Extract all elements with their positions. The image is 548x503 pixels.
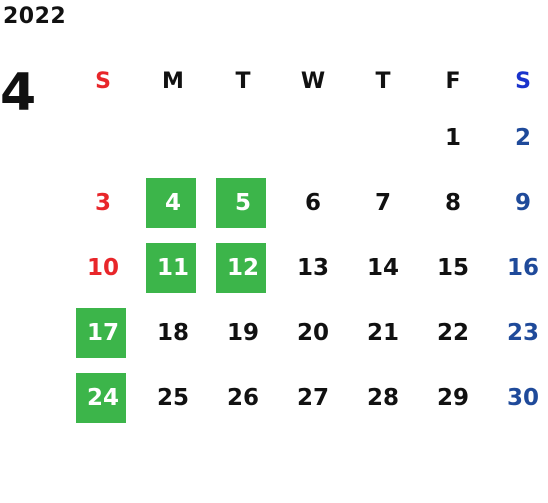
day-cell-2[interactable]: 2: [488, 105, 548, 170]
day-number: 20: [296, 319, 329, 346]
day-number: 18: [156, 319, 189, 346]
day-cell-29[interactable]: 29: [418, 365, 488, 430]
day-number: 29: [436, 384, 469, 411]
day-cell-10[interactable]: 10: [68, 235, 138, 300]
day-number: 9: [514, 189, 531, 216]
weekday-sunday: S: [95, 68, 111, 94]
day-highlight: [146, 178, 196, 228]
calendar-week-row: 24 25 26 27 28 29 30: [68, 365, 548, 430]
day-number: 22: [436, 319, 469, 346]
day-cell-20[interactable]: 20: [278, 300, 348, 365]
day-number: 3: [94, 189, 111, 216]
day-cell-19[interactable]: 19: [208, 300, 278, 365]
day-number: 17: [86, 319, 119, 346]
day-number: 6: [304, 189, 321, 216]
day-cell-empty: [138, 105, 208, 170]
day-cell-24[interactable]: 24: [68, 365, 138, 430]
day-cell-23[interactable]: 23: [488, 300, 548, 365]
day-number: 26: [226, 384, 259, 411]
day-highlight: [216, 178, 266, 228]
day-cell-27[interactable]: 27: [278, 365, 348, 430]
day-number: 2: [514, 124, 531, 151]
day-cell-1[interactable]: 1: [418, 105, 488, 170]
day-number: 28: [366, 384, 399, 411]
day-cell-13[interactable]: 13: [278, 235, 348, 300]
day-cell-14[interactable]: 14: [348, 235, 418, 300]
day-cell-21[interactable]: 21: [348, 300, 418, 365]
day-highlight: [216, 243, 266, 293]
day-number: 24: [86, 384, 119, 411]
day-number: 16: [506, 254, 539, 281]
day-cell-9[interactable]: 9: [488, 170, 548, 235]
day-cell-6[interactable]: 6: [278, 170, 348, 235]
calendar-week-row: 10 11 12 13 14 15 16: [68, 235, 548, 300]
day-cell-18[interactable]: 18: [138, 300, 208, 365]
day-highlight: [146, 243, 196, 293]
day-cell-28[interactable]: 28: [348, 365, 418, 430]
day-cell-26[interactable]: 26: [208, 365, 278, 430]
day-cell-15[interactable]: 15: [418, 235, 488, 300]
day-cell-4[interactable]: 4: [138, 170, 208, 235]
day-highlight: [76, 373, 126, 423]
day-number: 15: [436, 254, 469, 281]
day-number: 19: [226, 319, 259, 346]
weekday-monday: M: [162, 68, 184, 94]
year-label: 2022: [3, 4, 67, 29]
calendar-week-row: 3 4 5 6 7 8 9: [68, 170, 548, 235]
month-label: 4: [0, 63, 37, 123]
day-number: 4: [164, 189, 181, 216]
day-cell-11[interactable]: 11: [138, 235, 208, 300]
day-highlight: [76, 308, 126, 358]
day-cell-12[interactable]: 12: [208, 235, 278, 300]
day-cell-16[interactable]: 16: [488, 235, 548, 300]
day-cell-5[interactable]: 5: [208, 170, 278, 235]
day-cell-8[interactable]: 8: [418, 170, 488, 235]
day-cell-empty: [68, 105, 138, 170]
day-number: 8: [444, 189, 461, 216]
day-number: 5: [234, 189, 251, 216]
weekday-friday: F: [445, 68, 461, 94]
day-number: 1: [444, 124, 461, 151]
day-cell-7[interactable]: 7: [348, 170, 418, 235]
weekday-thursday: T: [375, 68, 391, 94]
day-number: 25: [156, 384, 189, 411]
day-cell-empty: [348, 105, 418, 170]
day-cell-17[interactable]: 17: [68, 300, 138, 365]
day-number: 10: [86, 254, 119, 281]
weekday-saturday: S: [515, 68, 531, 94]
day-cell-25[interactable]: 25: [138, 365, 208, 430]
day-cell-3[interactable]: 3: [68, 170, 138, 235]
day-number: 12: [226, 254, 259, 281]
calendar-week-row: 17 18 19 20 21 22 23: [68, 300, 548, 365]
day-number: 30: [506, 384, 539, 411]
day-number: 14: [366, 254, 399, 281]
weekday-header-row: S M T W T F S: [68, 57, 548, 105]
day-cell-30[interactable]: 30: [488, 365, 548, 430]
day-cell-empty: [208, 105, 278, 170]
day-number: 27: [296, 384, 329, 411]
day-number: 23: [506, 319, 539, 346]
weekday-wednesday: W: [300, 68, 326, 94]
day-number: 21: [366, 319, 399, 346]
day-number: 11: [156, 254, 189, 281]
day-number: 7: [374, 189, 391, 216]
day-cell-22[interactable]: 22: [418, 300, 488, 365]
day-cell-empty: [278, 105, 348, 170]
day-number: 13: [296, 254, 329, 281]
weekday-tuesday: T: [235, 68, 251, 94]
